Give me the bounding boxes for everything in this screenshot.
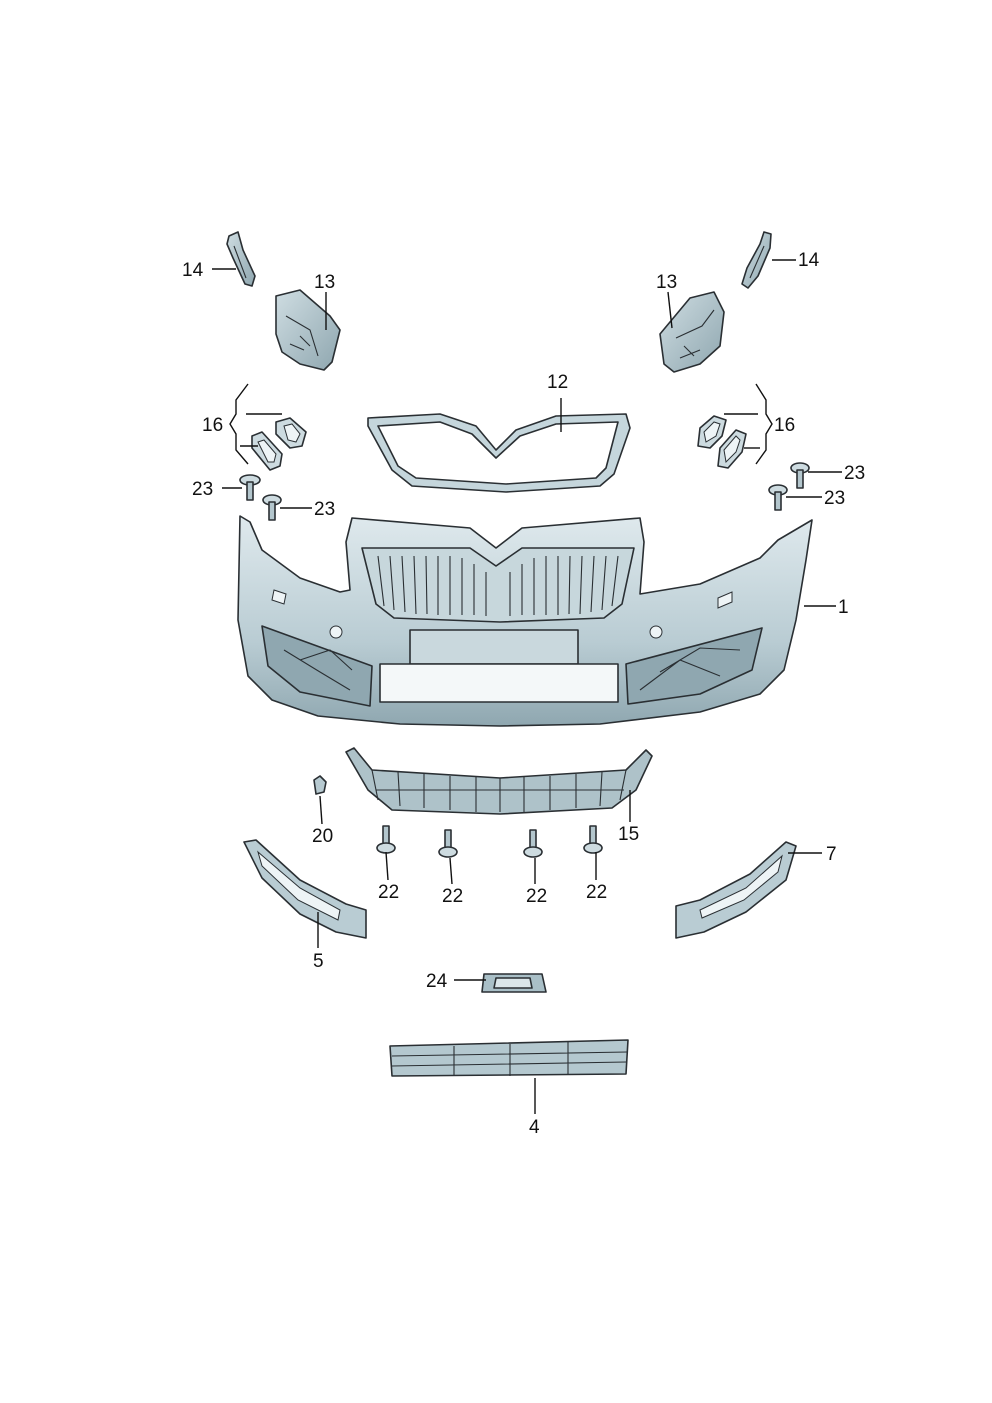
- callout-15: 15: [618, 824, 639, 845]
- part-13-right-bracket: [659, 291, 725, 373]
- callout-20: 20: [312, 826, 333, 847]
- callout-16-left: 16: [202, 415, 223, 436]
- callout-numbers: 14 14 13 13 12 16 16 23 23 23 23 1 15 20…: [182, 250, 865, 1138]
- callout-5: 5: [313, 951, 324, 972]
- callout-14-right: 14: [798, 250, 820, 271]
- callout-14-left: 14: [182, 260, 204, 281]
- part-4-lower-grille-strip: [389, 1039, 629, 1077]
- callout-23-right-a: 23: [844, 463, 865, 484]
- callout-22-b: 22: [442, 886, 463, 907]
- callout-23-left-b: 23: [314, 499, 335, 520]
- part-22-bolt-a: [376, 825, 396, 854]
- part-14-right-bracket: [741, 231, 772, 289]
- part-13-left-bracket: [275, 289, 341, 371]
- part-20-clip: [313, 775, 327, 795]
- part-16-right-inserts: [697, 415, 747, 469]
- part-22-bolt-d: [583, 825, 603, 854]
- part-5-left-trim: [243, 839, 367, 939]
- callout-22-c: 22: [526, 886, 547, 907]
- part-22-bolt-b: [438, 829, 458, 858]
- part-1-bumper-cover: [237, 515, 813, 727]
- callout-24: 24: [426, 971, 448, 992]
- callout-12: 12: [547, 372, 568, 393]
- part-7-right-trim: [675, 841, 797, 939]
- grille-slats: [377, 555, 619, 616]
- part-23-screw-left-a: [239, 474, 261, 501]
- part-15-lower-grille: [345, 747, 653, 815]
- callout-23-left-a: 23: [192, 479, 213, 500]
- part-23-screw-right-a: [790, 462, 810, 489]
- callout-13-left: 13: [314, 272, 335, 293]
- callout-13-right: 13: [656, 272, 677, 293]
- callout-16-right: 16: [774, 415, 795, 436]
- callout-22-d: 22: [586, 882, 607, 903]
- callout-23-right-b: 23: [824, 488, 845, 509]
- callout-4: 4: [529, 1117, 540, 1138]
- part-12-grille-frame: [367, 413, 631, 493]
- callout-22-a: 22: [378, 882, 399, 903]
- part-16-left-inserts: [251, 417, 307, 471]
- part-22-bolts: [376, 825, 603, 858]
- part-14-left-bracket: [226, 231, 256, 287]
- callout-1: 1: [838, 597, 849, 618]
- part-23-screw-right-b: [768, 484, 788, 511]
- part-24-bracket: [481, 973, 547, 993]
- part-23-screw-left-b: [262, 494, 282, 521]
- callout-7: 7: [826, 844, 837, 865]
- part-22-bolt-c: [523, 829, 543, 858]
- leader-lines: [212, 259, 842, 1114]
